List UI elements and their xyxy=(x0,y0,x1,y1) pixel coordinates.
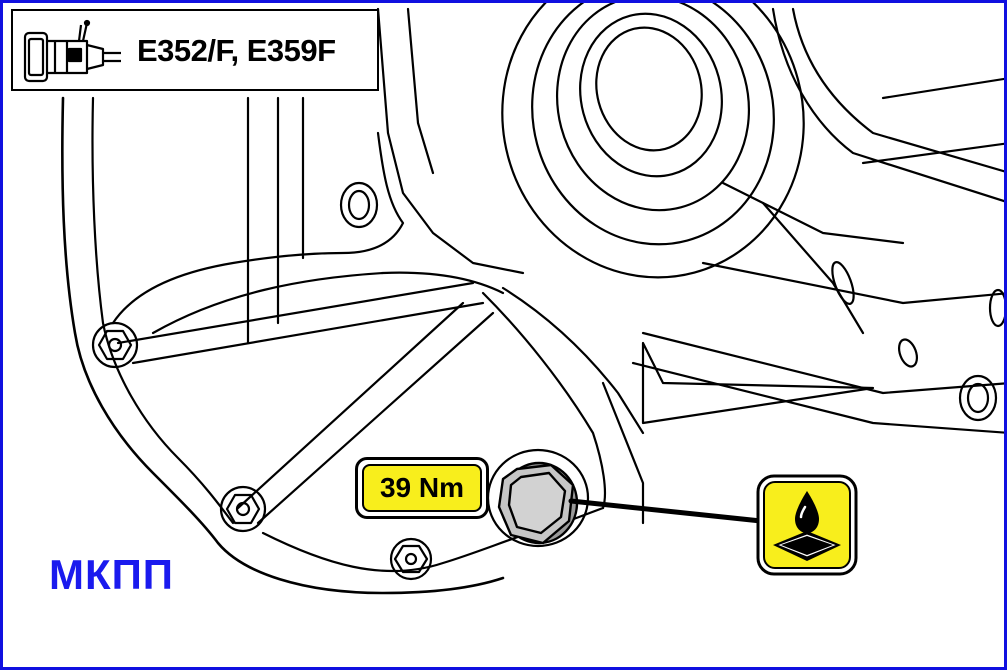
strut-lower xyxy=(236,301,465,510)
right-slot-1 xyxy=(831,261,855,305)
right-slot-2 xyxy=(897,338,919,368)
bolt-bottom xyxy=(389,537,433,581)
lower-web-2 xyxy=(601,381,645,525)
transmission-housing-illustration xyxy=(61,3,1004,595)
right-hole-3-outer xyxy=(958,374,998,422)
gearbox-icon xyxy=(23,19,121,83)
lower-body-curve-2 xyxy=(501,286,645,435)
strut-upper-2 xyxy=(131,301,485,365)
right-hole-3 xyxy=(966,382,990,414)
bolt-upper-left xyxy=(91,321,139,369)
drain-plug-bolt xyxy=(497,461,579,545)
right-rib-1 xyxy=(701,261,1004,305)
torque-callout: 39 Nm xyxy=(355,457,489,519)
housing-left-flange xyxy=(111,131,405,325)
upper-right-rib xyxy=(881,77,1004,100)
right-rib-4 xyxy=(721,181,905,245)
leader-line xyxy=(568,498,764,524)
right-rib-3 xyxy=(631,361,1004,434)
torque-value: 39 Nm xyxy=(362,464,482,512)
oil-drop-icon xyxy=(756,474,858,576)
mount-hole-upper xyxy=(347,189,371,221)
model-header: E352/F, E359F xyxy=(11,9,379,91)
upper-right-edge-2 xyxy=(771,7,1004,203)
lower-web xyxy=(641,341,875,425)
right-hole-4 xyxy=(988,288,1004,328)
model-codes: E352/F, E359F xyxy=(137,33,336,68)
upper-right-edge xyxy=(791,7,1004,173)
strut-lower-2 xyxy=(256,311,495,525)
bearing-bore xyxy=(501,3,805,279)
housing-top-edge-2 xyxy=(406,7,435,175)
transmission-type-label: МКПП xyxy=(49,551,174,598)
lower-body-curve xyxy=(481,291,607,510)
bell-housing-outline xyxy=(61,96,505,595)
upper-right-rib-2 xyxy=(861,142,1004,165)
mount-hole-upper-outer xyxy=(339,181,379,229)
housing-top-edge xyxy=(376,7,525,275)
right-rib-2 xyxy=(641,331,1004,395)
housing-flange-inner xyxy=(151,271,505,335)
bolt-lower-left xyxy=(219,485,267,533)
bell-housing-inner-rim xyxy=(91,96,235,525)
right-rib-5 xyxy=(761,201,865,335)
strut-upper xyxy=(116,281,475,345)
